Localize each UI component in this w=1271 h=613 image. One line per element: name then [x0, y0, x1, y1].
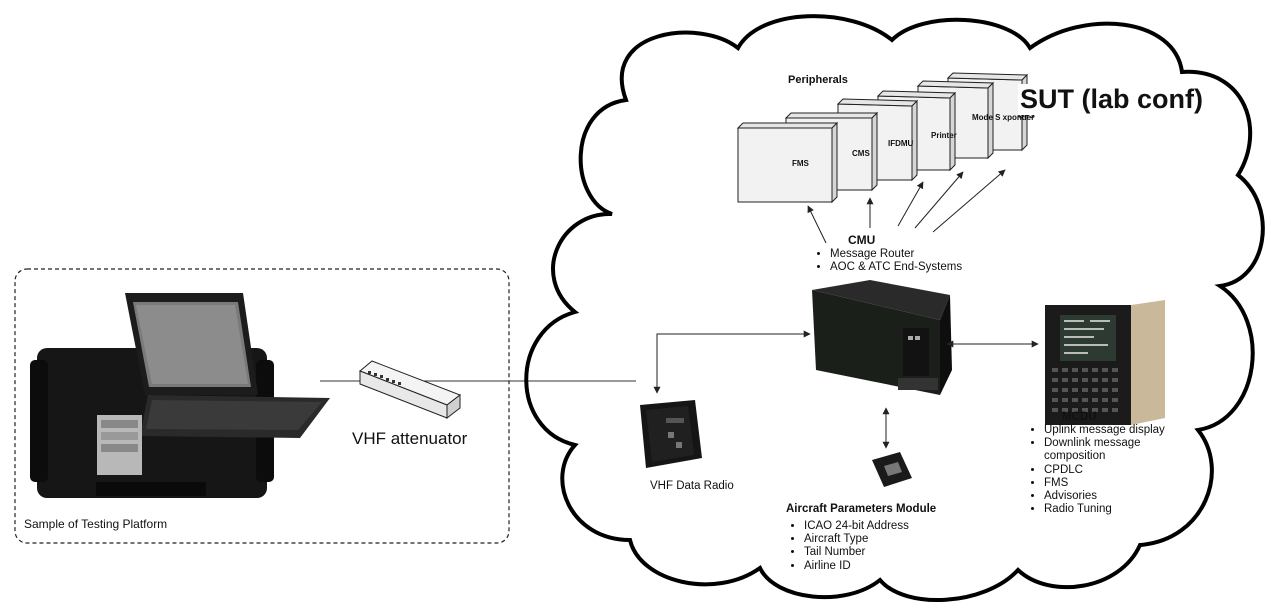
- cmu-item: Message Router: [830, 248, 962, 261]
- mcdu-item: Radio Tuning: [1044, 503, 1165, 516]
- mcdu-item: Advisories: [1044, 490, 1165, 503]
- cmu-title: CMU: [848, 233, 876, 247]
- peripherals-title: Peripherals: [788, 74, 848, 86]
- sut-title: SUT (lab conf): [1018, 84, 1205, 116]
- testing-platform-device: [30, 293, 330, 498]
- panel-label: IFDMU: [888, 139, 914, 148]
- panel-label: GPS: [1018, 111, 1036, 120]
- mcdu-device: [1045, 300, 1165, 425]
- mcdu-list: Uplink message display Downlink message …: [1030, 424, 1165, 517]
- panel-label: FMS: [792, 159, 810, 168]
- vhf-radio-device: [640, 400, 702, 468]
- panel-label: CMS: [852, 149, 870, 158]
- mcdu-item: CPDLC: [1044, 464, 1165, 477]
- sut-cloud: [524, 14, 1265, 603]
- cmu-links: [653, 330, 1039, 449]
- apm-device: [872, 452, 912, 487]
- vhf-radio-label: VHF Data Radio: [650, 480, 734, 492]
- testing-platform-frame: [14, 268, 510, 544]
- peripheral-panel-labels: FMS CMS IFDMU Printer Mode S xponder GPS: [792, 111, 1036, 168]
- panel-label: Printer: [931, 131, 957, 140]
- apm-item: ICAO 24-bit Address: [804, 520, 909, 533]
- mcdu-title: MCDU: [1062, 411, 1097, 423]
- apm-item: Airline ID: [804, 560, 909, 573]
- panel-label: Mode S xponder: [972, 113, 1034, 122]
- peripheral-panels: [736, 72, 1029, 204]
- apm-title: Aircraft Parameters Module: [786, 503, 937, 515]
- cmu-item: AOC & ATC End-Systems: [830, 261, 962, 274]
- mcdu-item: Uplink message display: [1044, 424, 1165, 437]
- cmu-device: [812, 280, 952, 395]
- mcdu-item: Downlink message composition: [1044, 437, 1164, 463]
- vhf-attenuator-device: [359, 360, 462, 420]
- mcdu-item: FMS: [1044, 477, 1165, 490]
- apm-item: Tail Number: [804, 546, 909, 559]
- testing-platform-caption: Sample of Testing Platform: [24, 517, 168, 531]
- apm-list: ICAO 24-bit Address Aircraft Type Tail N…: [790, 520, 909, 573]
- vhf-attenuator-label: VHF attenuator: [352, 429, 468, 448]
- panel-fms: [736, 121, 839, 204]
- cmu-peripheral-arrows: [807, 169, 1006, 244]
- apm-item: Aircraft Type: [804, 533, 909, 546]
- cmu-list: Message Router AOC & ATC End-Systems: [816, 248, 962, 274]
